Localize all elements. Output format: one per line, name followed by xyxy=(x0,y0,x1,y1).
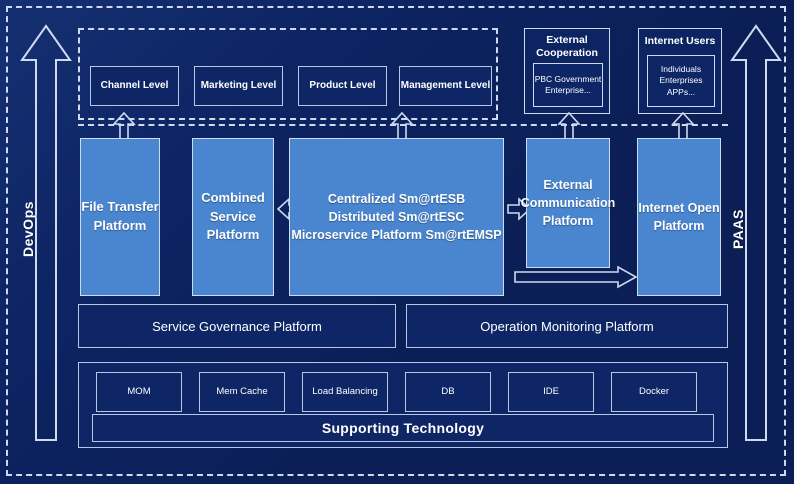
tech-chip-label: Load Balancing xyxy=(312,386,378,398)
platform-file-transfer[interactable]: File Transfer Platform xyxy=(80,138,160,296)
supporting-technology-bar[interactable]: Supporting Technology xyxy=(92,414,714,442)
paas-label: PAAS xyxy=(730,209,746,249)
internet-users-group[interactable]: Internet Users Individuals Enterprises A… xyxy=(638,28,722,114)
platform-combined-service[interactable]: Combined Service Platform xyxy=(192,138,274,296)
platform-label: File Transfer Platform xyxy=(81,199,159,233)
tech-chip-ide[interactable]: IDE xyxy=(508,372,594,412)
supporting-technology-label: Supporting Technology xyxy=(321,420,485,436)
connector-arrow-up-management xyxy=(390,111,414,140)
external-cooperation-chip: PBC Government Enterprise... xyxy=(533,63,603,107)
internet-users-chip: Individuals Enterprises APPs... xyxy=(647,55,715,107)
external-cooperation-title: External Cooperation xyxy=(536,34,598,59)
tech-chip-label: Mem Cache xyxy=(216,386,268,398)
tech-chip-docker[interactable]: Docker xyxy=(611,372,697,412)
paas-arrow: PAAS xyxy=(730,24,782,442)
connector-arrow-up-internet-users xyxy=(671,111,695,140)
connector-arrow-up-channel xyxy=(112,111,136,140)
level-box-management[interactable]: Management Level xyxy=(399,66,492,106)
tech-chip-label: IDE xyxy=(543,386,559,398)
platform-label: External Communication Platform xyxy=(520,177,616,229)
governance-label: Service Governance Platform xyxy=(152,318,322,334)
platform-label: Centralized Sm@rtESB Distributed Sm@rtES… xyxy=(291,191,502,243)
tech-chip-mom[interactable]: MOM xyxy=(96,372,182,412)
platform-label: Combined Service Platform xyxy=(201,189,265,243)
level-label: Product Level xyxy=(309,80,376,91)
devops-label: DevOps xyxy=(20,201,36,257)
level-box-product[interactable]: Product Level xyxy=(298,66,387,106)
tech-chip-mem-cache[interactable]: Mem Cache xyxy=(199,372,285,412)
level-label: Management Level xyxy=(400,80,491,91)
arrow-right-long-to-internet-open xyxy=(514,265,638,289)
tech-chip-label: Docker xyxy=(638,386,670,398)
platform-label: Internet Open Platform xyxy=(638,200,720,233)
devops-arrow: DevOps xyxy=(20,24,72,442)
tech-chip-label: MOM xyxy=(127,386,151,398)
platform-internet-open[interactable]: Internet Open Platform xyxy=(637,138,721,296)
level-label: Marketing Level xyxy=(200,80,277,91)
platform-esb-esc-emsp[interactable]: Centralized Sm@rtESB Distributed Sm@rtES… xyxy=(289,138,504,296)
internet-users-title: Internet Users xyxy=(644,35,716,47)
layer-divider-dashed xyxy=(78,124,728,126)
tech-chip-label: DB xyxy=(441,386,455,398)
service-governance-platform[interactable]: Service Governance Platform xyxy=(78,304,396,348)
level-box-marketing[interactable]: Marketing Level xyxy=(194,66,283,106)
connector-arrow-up-external-cooperation xyxy=(557,111,581,140)
platform-external-communication[interactable]: External Communication Platform xyxy=(521,138,615,268)
outer-dashed-frame xyxy=(6,6,786,476)
operation-monitoring-platform[interactable]: Operation Monitoring Platform xyxy=(406,304,728,348)
level-box-channel[interactable]: Channel Level xyxy=(90,66,179,106)
governance-label: Operation Monitoring Platform xyxy=(480,318,654,334)
tech-chip-db[interactable]: DB xyxy=(405,372,491,412)
tech-chip-load-balancing[interactable]: Load Balancing xyxy=(302,372,388,412)
business-levels-group xyxy=(78,28,498,120)
arrow-right-to-external-communication xyxy=(507,197,532,221)
external-cooperation-group[interactable]: External Cooperation PBC Government Ente… xyxy=(524,28,610,114)
level-label: Channel Level xyxy=(100,80,169,91)
